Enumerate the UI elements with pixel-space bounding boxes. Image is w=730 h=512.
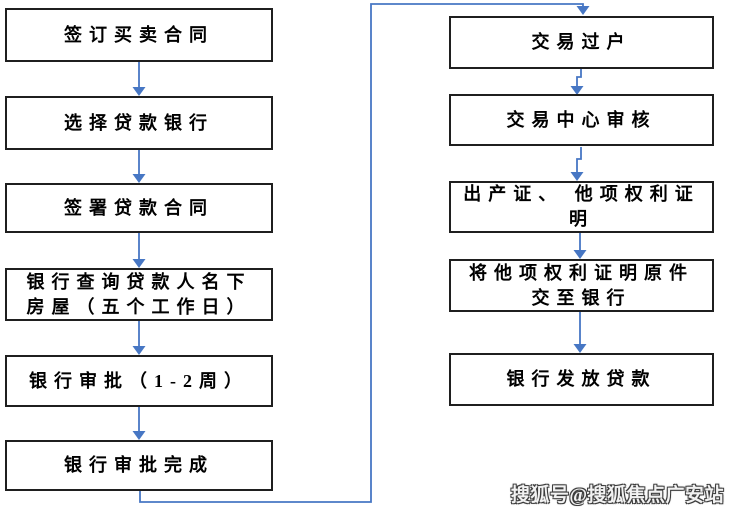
arrowhead	[132, 259, 146, 268]
flow-step-bank-approval-complete: 银行审批完成	[5, 440, 273, 491]
watermark-sohu: 搜狐号@搜狐焦点广安站	[510, 485, 724, 506]
flow-step-label: 签署贷款合同	[64, 197, 214, 218]
flow-step-label: 银行审批（1-2周）	[29, 370, 249, 391]
flow-step-label: 银行查询贷款人名下 房屋（五个工作日）	[26, 271, 252, 317]
flow-step-label: 交易中心审核	[506, 109, 657, 130]
flow-step-deliver-certificate-to-bank: 将他项权利证明原件 交至银行	[449, 259, 714, 312]
flow-step-bank-approval: 银行审批（1-2周）	[5, 355, 273, 407]
flow-step-choose-loan-bank: 选择贷款银行	[5, 96, 273, 150]
flow-step-transaction-center-review: 交易中心审核	[449, 94, 714, 146]
flow-step-bank-check-borrower-houses: 银行查询贷款人名下 房屋（五个工作日）	[5, 268, 273, 321]
flow-step-sign-sale-contract: 签订买卖合同	[5, 8, 273, 62]
flow-step-sign-loan-contract: 签署贷款合同	[5, 183, 273, 233]
flow-step-issue-certificates: 出产证、 他项权利证 明	[449, 181, 714, 233]
flow-step-label: 交易过户	[531, 32, 632, 52]
arrow-center-review-to-certificates	[576, 147, 582, 172]
flow-step-label: 将他项权利证明原件 交至银行	[469, 262, 694, 308]
arrowhead	[132, 174, 146, 183]
flow-step-label: 银行发放贷款	[506, 369, 657, 389]
arrowhead	[570, 172, 584, 181]
arrow-transfer-to-center-review	[576, 69, 582, 86]
flow-step-label: 银行审批完成	[64, 455, 214, 475]
flow-step-label: 签订买卖合同	[64, 24, 214, 45]
arrowhead	[132, 87, 146, 96]
arrowhead	[132, 431, 146, 440]
flow-step-transaction-transfer: 交易过户	[449, 16, 714, 69]
arrowhead	[576, 6, 590, 15]
flow-step-label: 选择贷款银行	[64, 112, 214, 133]
arrowhead	[573, 344, 587, 353]
arrowhead	[132, 346, 146, 355]
arrowhead	[573, 250, 587, 259]
flow-step-bank-issue-loan: 银行发放贷款	[449, 353, 714, 406]
flow-step-label: 出产证、 他项权利证 明	[463, 184, 700, 229]
connector-approval-complete-to-transfer	[139, 3, 584, 503]
